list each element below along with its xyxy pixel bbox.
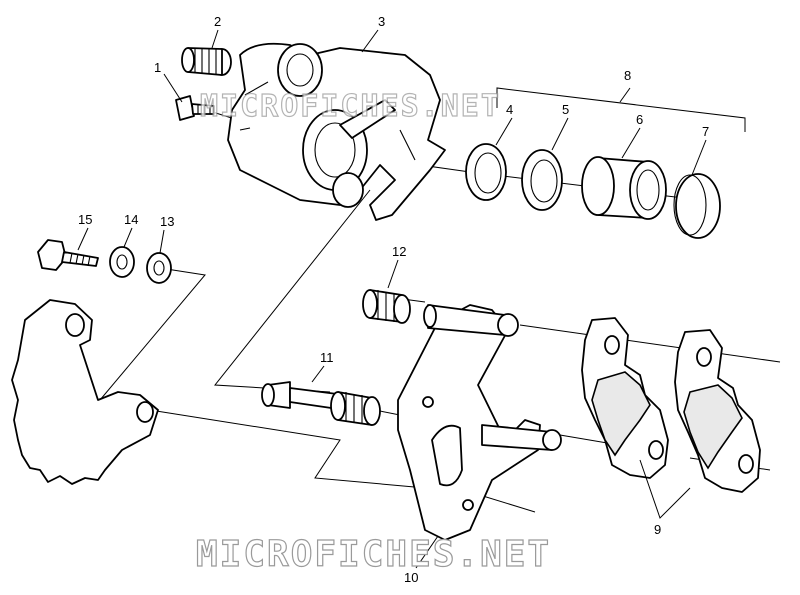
seal-outer (465, 143, 507, 201)
seal-inner (521, 149, 563, 211)
callout-11: 11 (320, 350, 334, 365)
watermark-bottom: MICROFICHES.NET (196, 534, 551, 575)
steering-knuckle-mount (11, 299, 159, 485)
callout-7: 7 (702, 124, 709, 139)
callout-5: 5 (562, 102, 569, 117)
callout-6: 6 (636, 112, 643, 127)
callout-4: 4 (506, 102, 513, 117)
callout-12: 12 (392, 244, 406, 259)
pin-boot-upper (362, 289, 411, 324)
bleeder-screw (175, 95, 215, 121)
callout-15: 15 (78, 212, 92, 227)
flat-washer (146, 252, 172, 284)
callout-8: 8 (624, 68, 631, 83)
callout-labels: 1 2 3 4 5 6 7 8 9 10 11 12 13 14 15 (78, 14, 709, 585)
brake-pad-outer (581, 317, 669, 479)
dust-cap (673, 173, 721, 239)
plug (181, 47, 232, 76)
watermark-top: MICROFICHES.NET (200, 89, 501, 124)
callout-3: 3 (378, 14, 385, 29)
mounting-bolt (37, 239, 99, 271)
callout-leaders (77, 29, 707, 569)
callout-9: 9 (654, 522, 661, 537)
brake-pad-inner (674, 329, 761, 493)
callout-10: 10 (404, 570, 418, 585)
pin-boot-lower (330, 391, 381, 426)
callout-14: 14 (124, 212, 138, 227)
lock-washer (109, 246, 135, 278)
caliper-body (227, 42, 446, 221)
callout-13: 13 (160, 214, 174, 229)
callout-1: 1 (154, 60, 161, 75)
caliper-bracket (397, 304, 562, 541)
piston (581, 156, 667, 220)
callout-2: 2 (214, 14, 221, 29)
kit-bracket (496, 87, 746, 132)
